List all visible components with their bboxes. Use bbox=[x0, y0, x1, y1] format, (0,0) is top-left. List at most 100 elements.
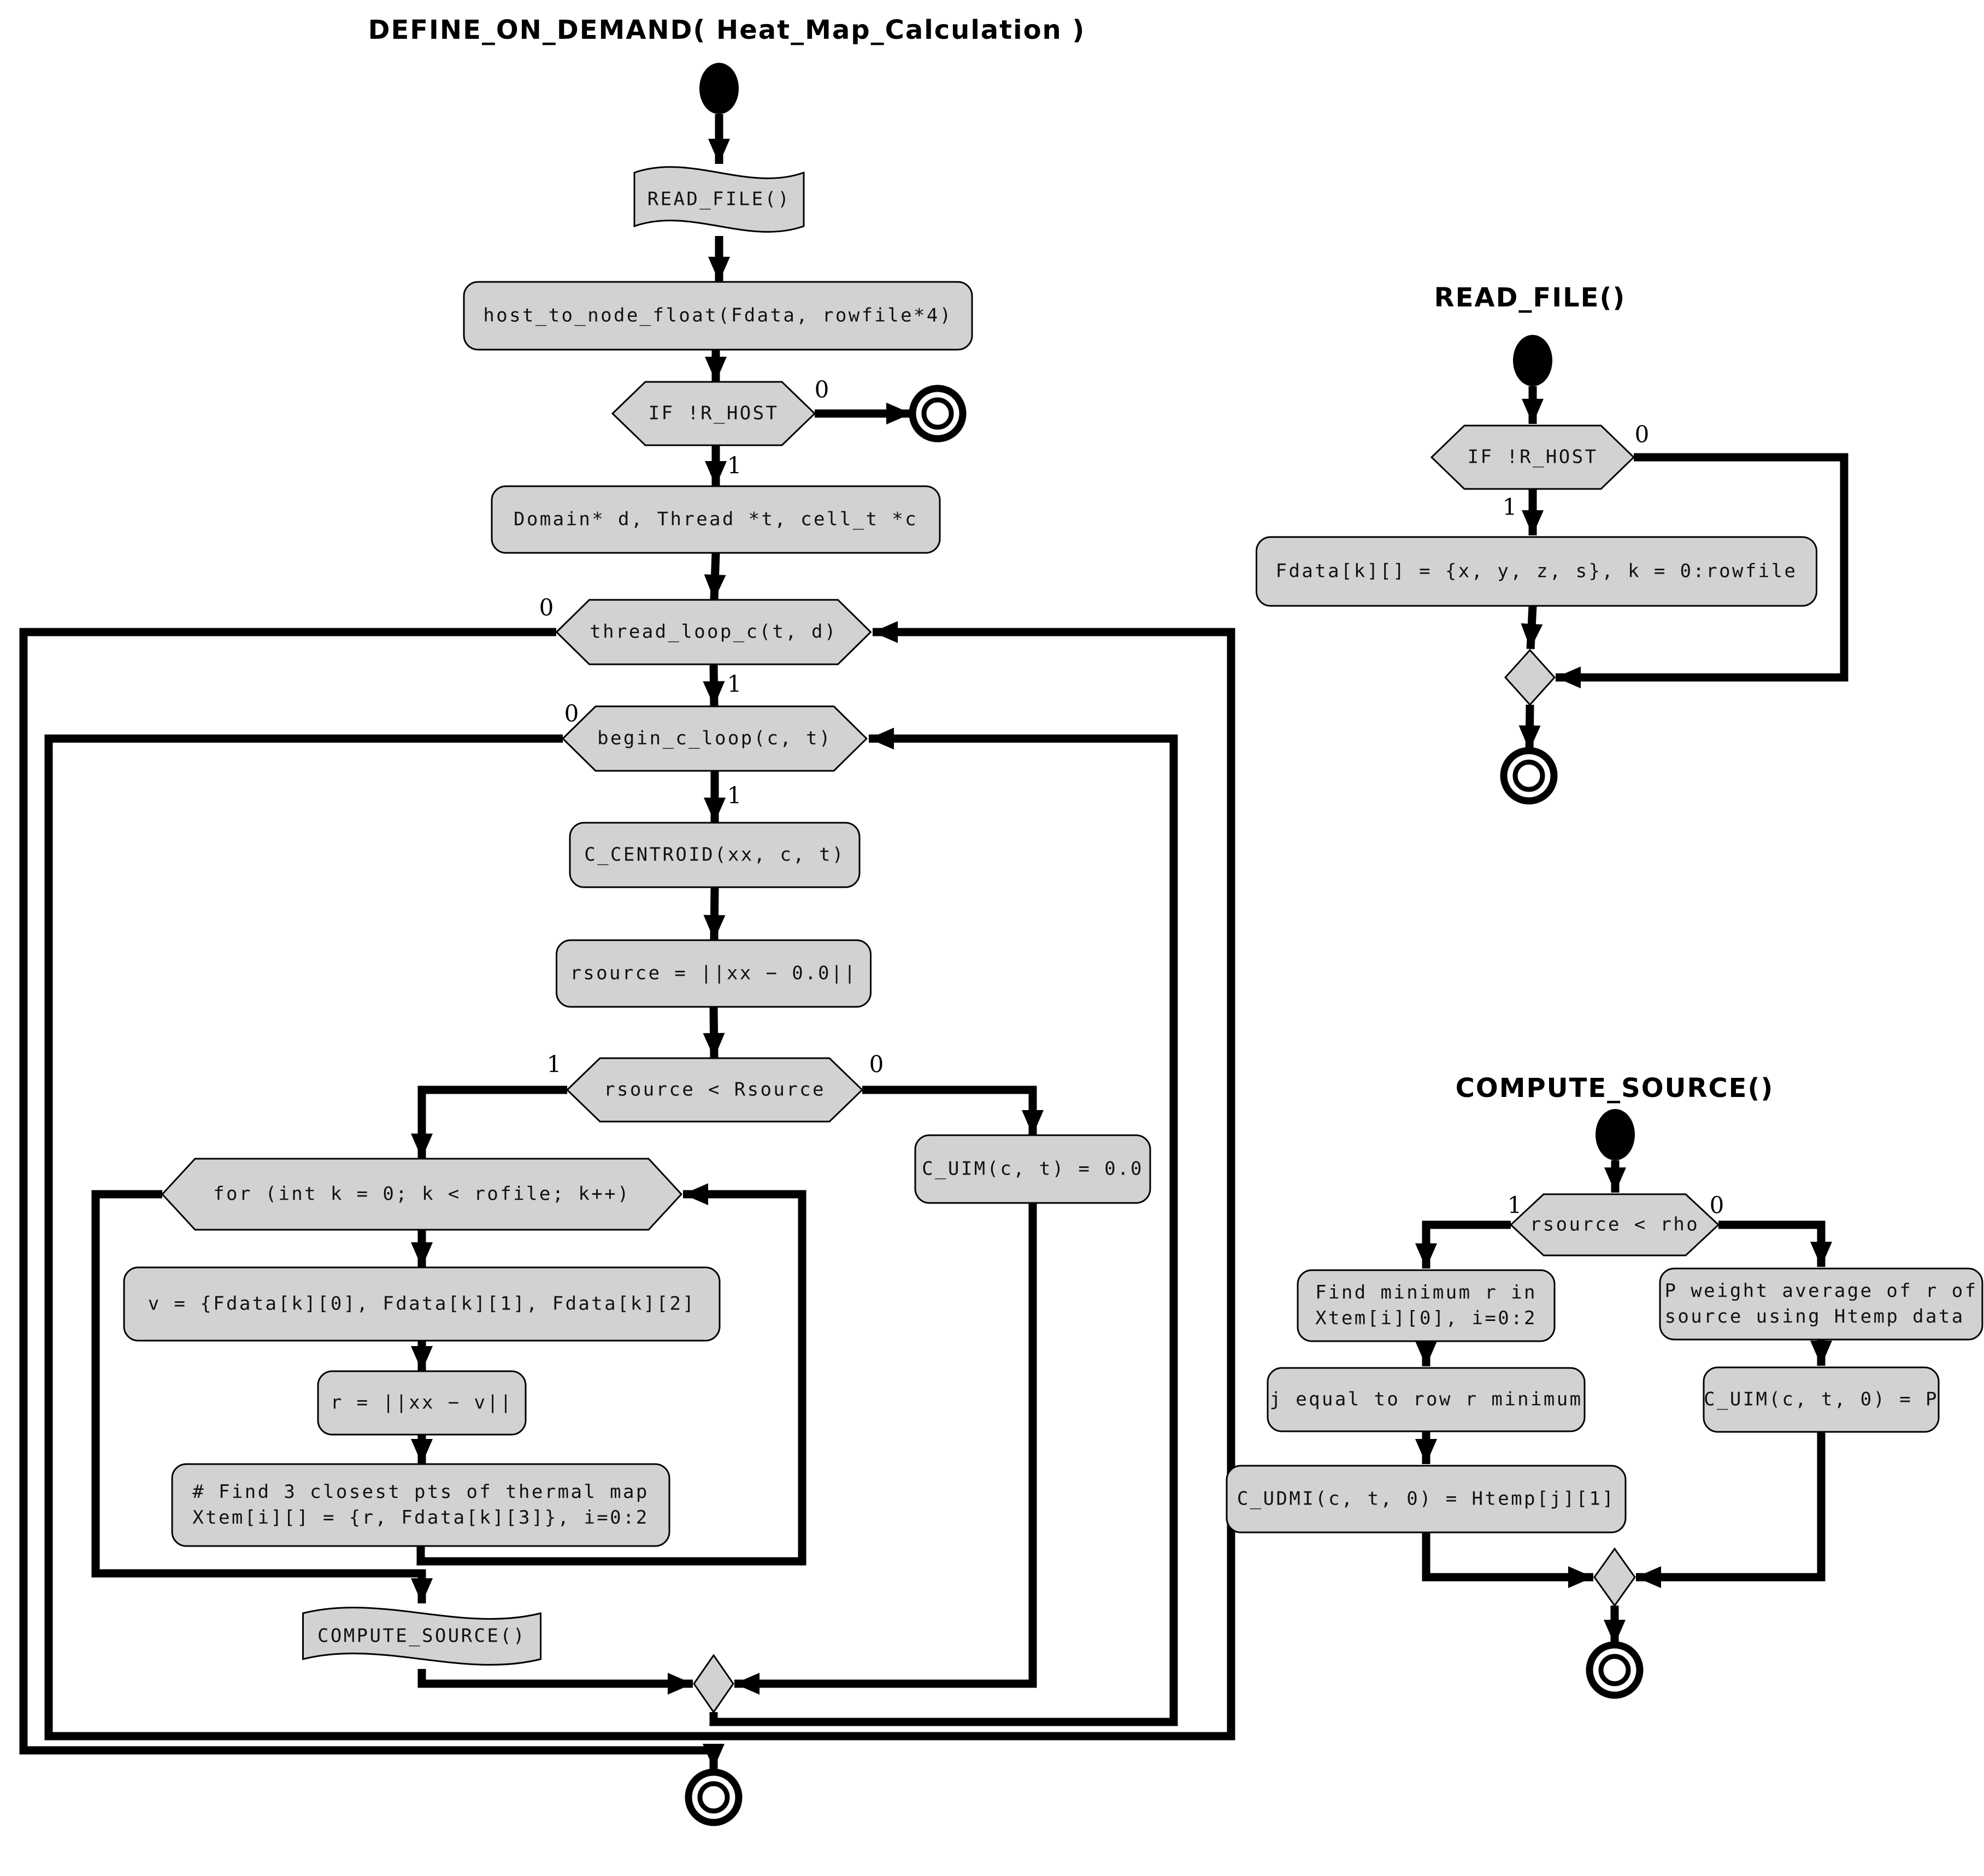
main-hex-for-loop bbox=[161, 1158, 683, 1231]
main-box-centroid bbox=[569, 822, 861, 888]
compute-source-box-cudmi bbox=[1226, 1465, 1627, 1533]
main-arrowhead-domain-to-threadloop bbox=[704, 574, 726, 600]
main-box-cuim-zero bbox=[914, 1134, 1151, 1204]
main-box-host-to-node-label: host_to_node_float(Fdata, rowfile*4) bbox=[483, 304, 953, 327]
main-arrowhead-threadloop-1-to-beginloop bbox=[703, 681, 725, 706]
main-hex-thread-loop-label: thread_loop_c(t, d) bbox=[590, 621, 838, 643]
compute-source-box-find-min bbox=[1297, 1269, 1556, 1342]
main-diamond-merge-main bbox=[693, 1654, 734, 1714]
main-arrowhead-centroid-to-rsource bbox=[703, 915, 726, 940]
main-box-cuim-zero-label: C_UIM(c, t) = 0.0 bbox=[922, 1158, 1144, 1180]
compute-source-branch-label-1-0: 0 bbox=[1709, 1191, 1724, 1219]
compute-source-diagram-title: COMPUTE_SOURCE() bbox=[1455, 1073, 1774, 1104]
compute-source-arrowhead-cuim-to-merge2 bbox=[1636, 1566, 1661, 1588]
read-file-box-fdata-label: Fdata[k][] = {x, y, z, s}, k = 0:rowfile bbox=[1275, 560, 1798, 582]
compute-source-hex-rho-cmp-label: rsource < rho bbox=[1529, 1213, 1700, 1236]
main-arrowhead-readfile-to-host bbox=[708, 257, 730, 282]
main-arrowhead-r-to-xtem bbox=[411, 1439, 433, 1464]
compute-source-box-cudmi-label: C_UDMI(c, t, 0) = Htemp[j][1] bbox=[1237, 1488, 1616, 1510]
compute-source-box-cuim-p bbox=[1703, 1366, 1940, 1433]
read-file-diamond-merge-read bbox=[1504, 648, 1556, 706]
compute-source-arrowhead-j-to-cudmi bbox=[1415, 1439, 1437, 1464]
compute-source-box-cuim-p-label: C_UIM(c, t, 0) = P bbox=[1704, 1388, 1939, 1411]
main-arrowhead-begin-0-loopback-to-thread bbox=[873, 621, 898, 643]
main-branch-label-5-1: 1 bbox=[727, 782, 742, 809]
compute-source-box-j-row bbox=[1267, 1367, 1586, 1432]
main-branch-label-6-1: 1 bbox=[546, 1051, 562, 1078]
read-file-edge-if-0-around bbox=[1556, 453, 1848, 682]
main-box-v-assign-label: v = {Fdata[k][0], Fdata[k][1], Fdata[k][… bbox=[148, 1293, 696, 1315]
read-file-branch-label-1-1: 1 bbox=[1502, 493, 1517, 521]
main-branch-label-2-0: 0 bbox=[539, 594, 554, 621]
compute-source-box-j-row-label: j equal to row r minimum bbox=[1269, 1388, 1583, 1411]
main-arrowhead-for-to-v bbox=[411, 1242, 433, 1267]
read-file-hex-if-rhost-read bbox=[1430, 424, 1635, 490]
read-file-arrowhead-start-to-if bbox=[1522, 399, 1544, 424]
main-hex-begin-c-loop bbox=[561, 705, 868, 772]
read-file-end-read-end-node-inner bbox=[1512, 759, 1545, 792]
main-box-host-to-node bbox=[463, 281, 973, 351]
read-file-arrowhead-if-1-to-fdata bbox=[1522, 510, 1544, 535]
main-box-domain-label: Domain* d, Thread *t, cell_t *c bbox=[514, 508, 918, 530]
main-edge-cuim-to-merge bbox=[734, 1203, 1037, 1688]
main-arrowhead-beginloop-1-to-centroid bbox=[704, 798, 726, 823]
compute-source-arrowhead-start-to-rho bbox=[1604, 1167, 1626, 1193]
main-hex-if-rhost-main-label: IF !R_HOST bbox=[648, 402, 779, 424]
main-end-if-main-end-node-inner bbox=[921, 397, 954, 430]
read-file-end-read-end-node-outer bbox=[1500, 747, 1558, 805]
main-arrowhead-compute-to-merge bbox=[668, 1673, 693, 1695]
compute-source-hex-rho-cmp bbox=[1509, 1193, 1720, 1256]
main-end-if-main-end-node-outer bbox=[909, 385, 967, 443]
read-file-diagram-title: READ_FILE() bbox=[1434, 282, 1626, 313]
main-box-xtem bbox=[171, 1463, 670, 1547]
main-branch-label-7-0: 0 bbox=[869, 1051, 884, 1078]
main-arrowhead-rsource-to-cmp bbox=[703, 1033, 725, 1058]
main-box-v-assign bbox=[123, 1266, 721, 1342]
main-branch-label-3-1: 1 bbox=[727, 670, 742, 698]
compute-source-edge-cudmi-to-merge bbox=[1422, 1532, 1593, 1582]
main-hex-for-loop-label: for (int k = 0; k < rofile; k++) bbox=[213, 1183, 631, 1205]
compute-source-start-compute-start-node bbox=[1596, 1109, 1635, 1160]
main-hex-rsource-cmp-label: rsource < Rsource bbox=[604, 1078, 826, 1101]
main-flag-read-file-label: READ_FILE() bbox=[647, 188, 791, 210]
main-arrowhead-start-to-readfile bbox=[708, 139, 730, 164]
main-arrowhead-if-1-to-domain bbox=[705, 461, 727, 486]
compute-source-branch-label-0-1: 1 bbox=[1507, 1191, 1522, 1219]
main-box-r-assign-label: r = ||xx − v|| bbox=[330, 1391, 514, 1414]
compute-source-arrowhead-p-to-cuim bbox=[1810, 1341, 1832, 1366]
main-edge-xtem-loopback-to-for bbox=[416, 1190, 806, 1566]
main-diagram-title: DEFINE_ON_DEMAND( Heat_Map_Calculation ) bbox=[368, 15, 1086, 45]
read-file-start-read-start-node bbox=[1513, 335, 1552, 386]
main-box-r-assign bbox=[317, 1370, 527, 1436]
compute-source-end-compute-end-node-outer bbox=[1586, 1641, 1644, 1699]
main-end-main-end-node-outer bbox=[685, 1768, 743, 1826]
main-edge-begin-0-loopback-to-thread bbox=[44, 628, 1235, 1741]
read-file-arrowhead-if-0-around bbox=[1556, 666, 1581, 688]
compute-source-arrowhead-rho-0-to-p bbox=[1810, 1242, 1832, 1267]
main-hex-if-rhost-main bbox=[611, 381, 816, 446]
read-file-box-fdata bbox=[1256, 536, 1817, 607]
compute-source-box-p-weight-label: P weight average of r of source using Ht… bbox=[1664, 1280, 1978, 1328]
compute-source-end-compute-end-node-inner bbox=[1598, 1654, 1631, 1686]
read-file-branch-label-0-0: 0 bbox=[1634, 421, 1650, 448]
compute-source-edge-cuim-to-merge2 bbox=[1636, 1432, 1826, 1582]
main-arrowhead-for-exit-to-compute bbox=[411, 1578, 433, 1603]
main-hex-begin-c-loop-label: begin_c_loop(c, t) bbox=[597, 727, 832, 750]
main-arrowhead-xtem-loopback-to-for bbox=[683, 1183, 708, 1205]
main-box-xtem-label: # Find 3 closest pts of thermal map Xtem… bbox=[192, 1481, 649, 1529]
main-branch-label-4-0: 0 bbox=[564, 700, 579, 727]
read-file-hex-if-rhost-read-label: IF !R_HOST bbox=[1467, 446, 1598, 468]
main-flag-read-file bbox=[633, 166, 805, 233]
main-branch-label-1-1: 1 bbox=[727, 452, 742, 479]
compute-source-box-p-weight bbox=[1659, 1267, 1983, 1341]
main-flag-compute-source-label: COMPUTE_SOURCE() bbox=[317, 1625, 526, 1647]
main-arrowhead-merge-loopback-to-begin bbox=[869, 728, 894, 750]
main-arrowhead-thread-0-to-end bbox=[703, 1744, 725, 1769]
main-arrowhead-v-to-r bbox=[411, 1346, 433, 1371]
main-edge-merge-loopback-to-begin bbox=[709, 734, 1178, 1726]
compute-source-arrowhead-find-to-j bbox=[1415, 1341, 1437, 1366]
main-hex-rsource-cmp bbox=[566, 1057, 864, 1123]
